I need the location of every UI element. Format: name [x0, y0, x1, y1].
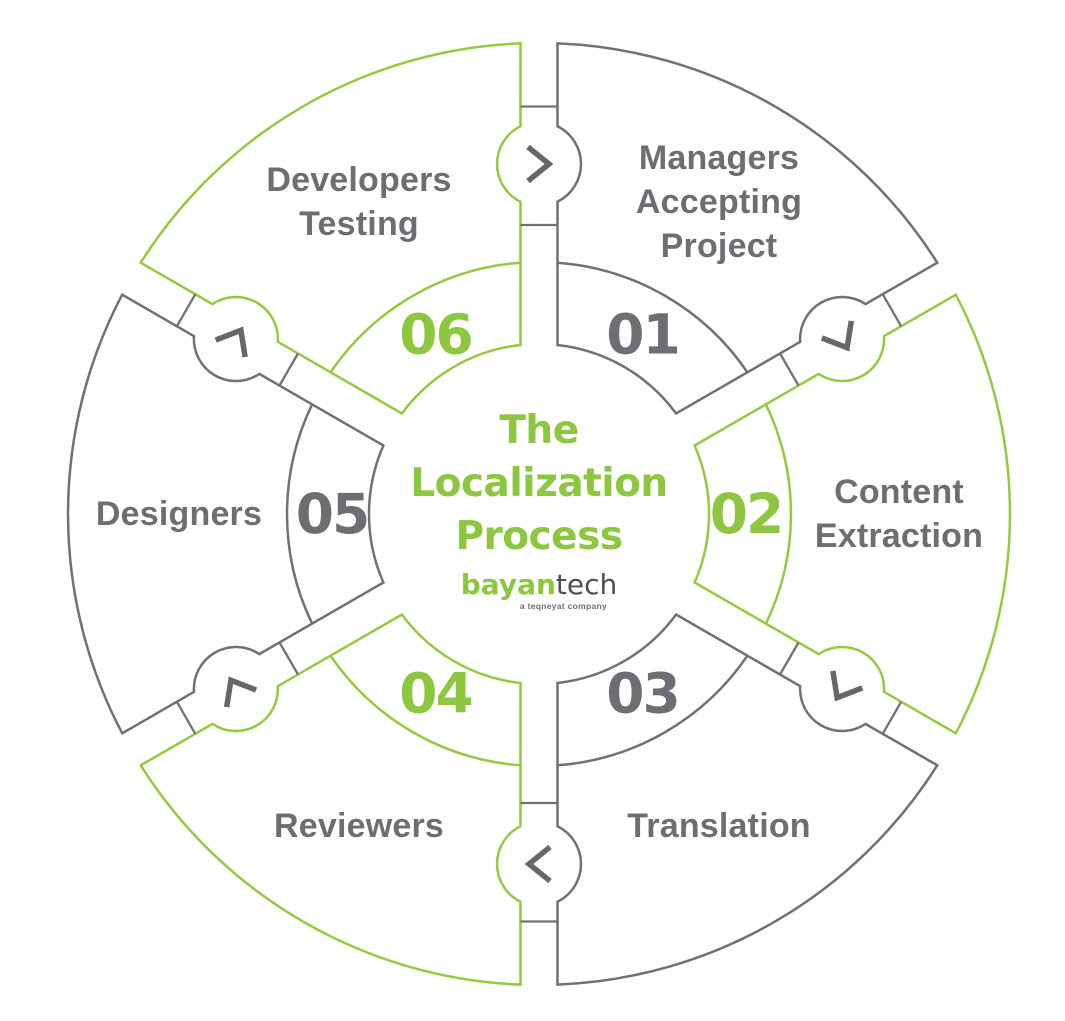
- connector-05-06: [214, 326, 248, 358]
- segment-number-05: 05: [296, 482, 369, 546]
- boundary-rung-02-03-inner: [779, 641, 800, 676]
- segment-divider-arc-06: [329, 261, 521, 374]
- boundary-rung-04-05-inner: [278, 641, 299, 676]
- chevron-icon-06-01: [526, 144, 554, 184]
- segment-number-03: 03: [606, 661, 679, 725]
- segment-label-02-line-2: Extraction: [815, 517, 983, 555]
- segment-wedge-05: [66, 292, 385, 736]
- segment-label-06-line-1: Developers: [266, 161, 451, 199]
- segment-wedge-01: [556, 42, 940, 416]
- connector-06-01: [526, 144, 554, 184]
- connector-02-03: [830, 670, 864, 702]
- chevron-icon-05-06: [214, 326, 248, 358]
- segment-label-01-line-3: Project: [661, 227, 778, 265]
- chevron-icon-04-05: [223, 676, 258, 708]
- segment-label-02-line-1: Content: [834, 473, 964, 511]
- boundary-rung-05-06-inner: [278, 352, 299, 387]
- segment-divider-arc-01: [557, 261, 749, 374]
- boundary-links: [175, 105, 903, 923]
- boundary-rung-04-05-outer: [175, 701, 197, 735]
- segment-number-04: 04: [399, 661, 472, 725]
- segment-number-01: 01: [606, 303, 679, 367]
- segment-divider-arc-03: [557, 654, 749, 767]
- segment-wedges: [66, 42, 1012, 986]
- segment-wedge-03: [556, 612, 940, 986]
- connector-01-02: [820, 320, 855, 352]
- chevron-icon-03-04: [524, 844, 552, 884]
- segment-divider-arc-05: [285, 403, 314, 625]
- segment-label-03-line-1: Translation: [627, 807, 811, 845]
- connector-03-04: [524, 844, 552, 884]
- chevron-icon-01-02: [820, 320, 855, 352]
- segment-wedge-02: [693, 292, 1012, 736]
- segment-label-05-line-1: Designers: [96, 495, 262, 533]
- connector-chevrons: [214, 144, 864, 884]
- boundary-rung-02-03-outer: [881, 701, 903, 735]
- segment-label-01-line-2: Accepting: [636, 183, 802, 221]
- boundary-rung-01-02-inner: [779, 352, 800, 387]
- segment-divider-arc-04: [329, 654, 521, 767]
- boundary-rung-01-02-outer: [881, 293, 903, 327]
- boundary-rung-05-06-outer: [175, 293, 197, 327]
- segment-divider-arc-02: [764, 403, 793, 625]
- segment-label-04-line-1: Reviewers: [274, 807, 444, 845]
- segment-number-06: 06: [399, 303, 472, 367]
- segment-label-06-line-2: Testing: [299, 205, 419, 243]
- segment-label-01-line-1: Managers: [639, 139, 799, 177]
- segment-number-02: 02: [710, 482, 783, 546]
- segment-wedge-06: [138, 42, 522, 416]
- connector-04-05: [223, 676, 258, 708]
- segment-wedge-04: [138, 612, 522, 986]
- chevron-icon-02-03: [830, 670, 864, 702]
